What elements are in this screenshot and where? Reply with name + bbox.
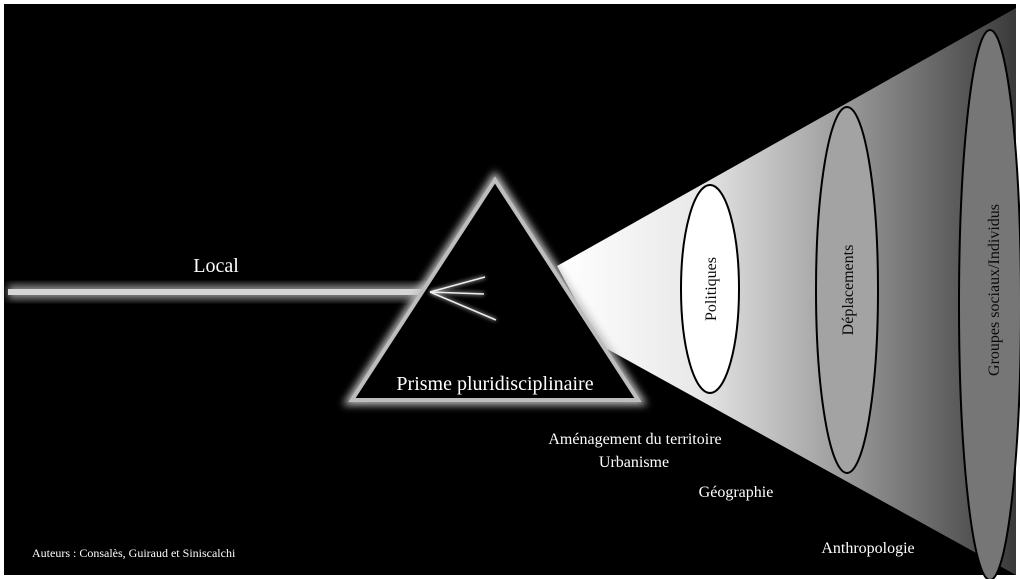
incoming-beam-label: Local xyxy=(193,255,239,277)
ellipse-label-groupes: Groupes sociaux/Individus xyxy=(986,204,1003,376)
ellipse-politiques xyxy=(680,184,740,394)
prism-label: Prisme pluridisciplinaire xyxy=(396,373,593,395)
prism-triangle xyxy=(348,176,642,402)
ellipse-label-politiques: Politiques xyxy=(703,257,720,321)
ellipse-groupes xyxy=(958,29,1020,579)
light-cone xyxy=(557,8,1016,575)
discipline-geographie: Géographie xyxy=(699,484,774,501)
discipline-urbanisme: Urbanisme xyxy=(599,454,669,471)
incoming-beam xyxy=(8,289,434,295)
credits: Auteurs : Consalès, Guiraud et Siniscalc… xyxy=(32,546,236,560)
discipline-amenagement: Aménagement du territoire xyxy=(548,431,721,448)
ellipse-label-deplacements: Déplacements xyxy=(840,245,857,336)
discipline-anthropologie: Anthropologie xyxy=(821,540,914,557)
ellipse-deplacements xyxy=(815,106,879,474)
